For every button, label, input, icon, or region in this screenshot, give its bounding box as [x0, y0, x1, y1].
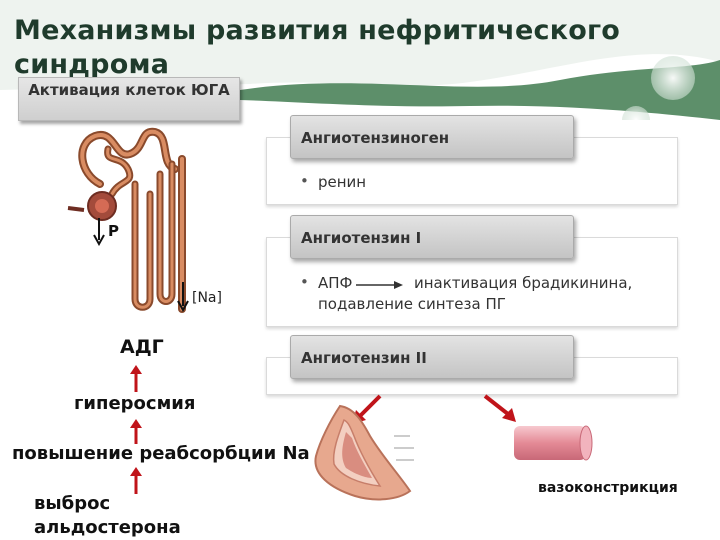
- nephron-illustration: [67, 127, 186, 313]
- bullet-dot: •: [300, 273, 309, 291]
- pressure-label: P: [108, 222, 119, 240]
- vasoconstriction-label: вазоконстрикция: [538, 480, 678, 496]
- header-band: [0, 0, 720, 120]
- up-arrow-icon: [130, 365, 142, 392]
- page-title: Механизмы развития нефритического синдро…: [14, 15, 621, 80]
- aldosterone-label: выброс альдостерона: [34, 493, 181, 538]
- down-arrow-icon: [177, 282, 189, 312]
- step-angiotensinogen: Ангиотензиноген: [290, 115, 574, 159]
- pg-suppression-text: подавление синтеза ПГ: [318, 295, 506, 313]
- juga-activation-box: Активация клеток ЮГА: [18, 77, 240, 121]
- step-angiotensin-2: Ангиотензин II: [290, 335, 574, 379]
- bradykinin-text: инактивация брадикинина,: [414, 274, 633, 292]
- hyperosmia-label: гиперосмия: [74, 393, 196, 414]
- up-arrow-icon: [130, 419, 142, 444]
- up-arrow-icon: [130, 467, 142, 494]
- vessel-illustration: [514, 425, 593, 461]
- decorative-orb-large: [651, 56, 695, 100]
- step-angiotensin-1: Ангиотензин I: [290, 215, 574, 259]
- apf-text: АПФ: [318, 274, 353, 292]
- sodium-label: [Na]: [192, 290, 222, 306]
- right-arrow-icon: [356, 281, 403, 289]
- down-arrow-icon: [93, 218, 105, 246]
- adrenal-gland-illustration: [314, 404, 414, 501]
- bullet-dot: •: [300, 172, 309, 190]
- adh-label: АДГ: [120, 336, 164, 358]
- decorative-orb-small: [622, 106, 650, 120]
- renin-text: ренин: [318, 173, 367, 191]
- reabsorption-label: повышение реабсорбции Na: [12, 443, 310, 464]
